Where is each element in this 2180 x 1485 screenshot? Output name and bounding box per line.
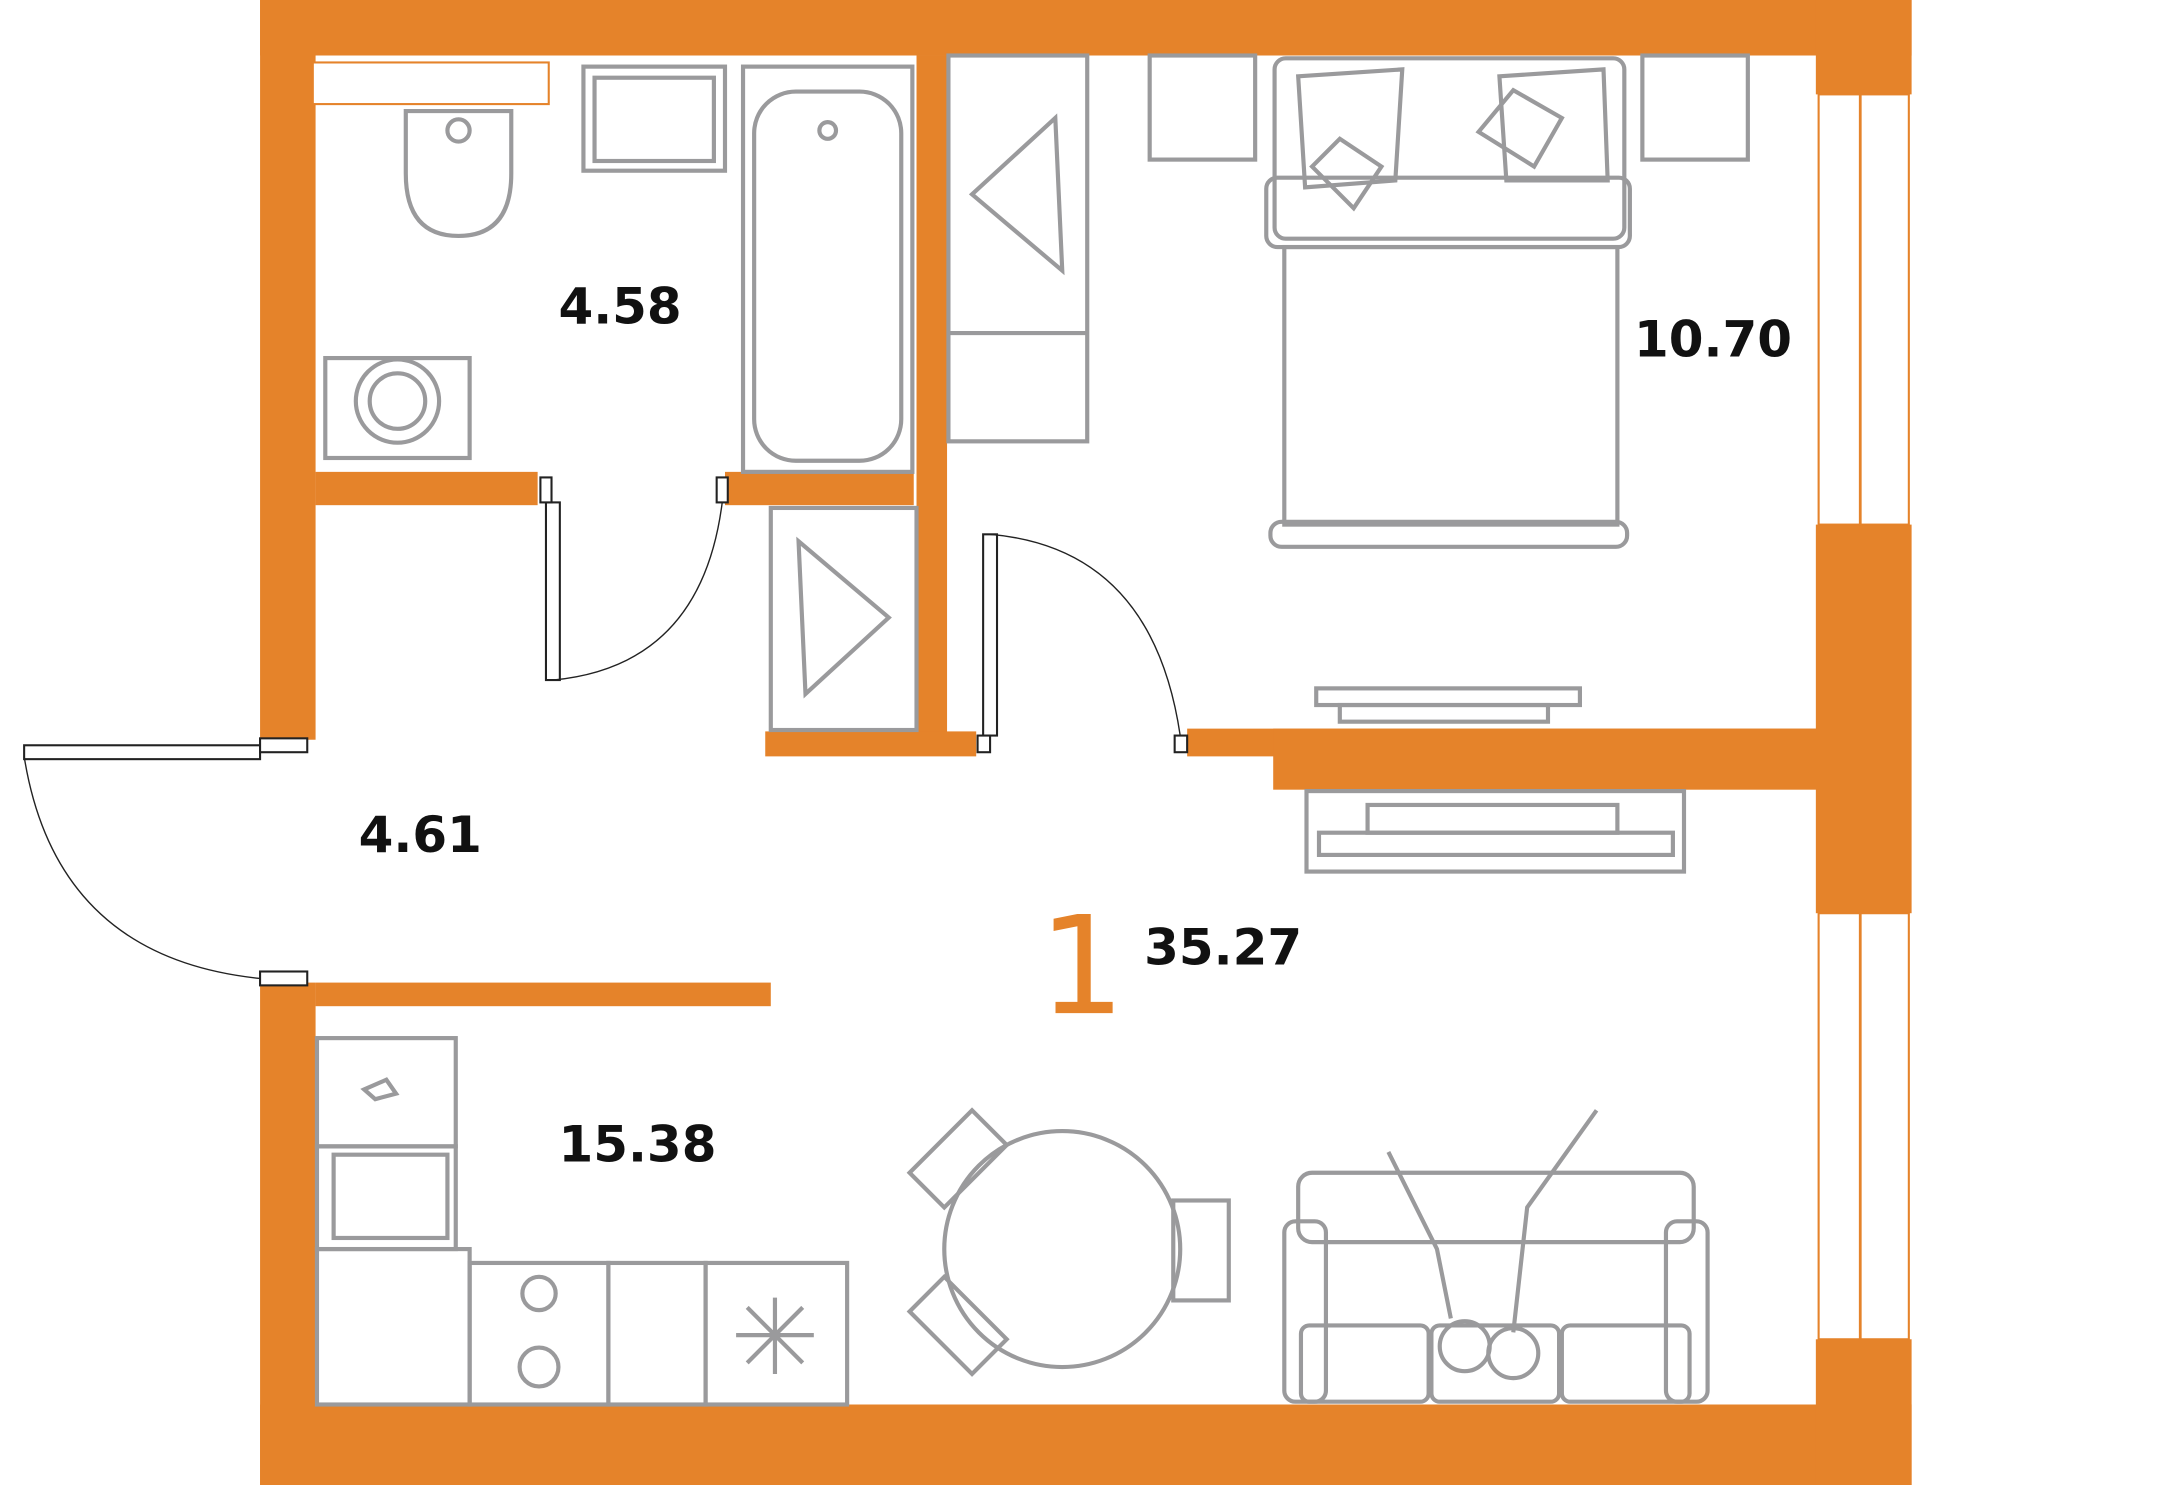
area-bedroom: 10.70 xyxy=(1634,311,1792,369)
bedroom-furniture xyxy=(1147,53,1750,724)
kitchen-furniture xyxy=(314,1036,850,1407)
living-furniture xyxy=(906,788,1710,1404)
windows xyxy=(311,61,1910,1341)
area-bathroom: 4.58 xyxy=(558,277,681,335)
wardrobes xyxy=(768,53,1090,733)
area-hallway: 4.61 xyxy=(359,806,482,864)
doors xyxy=(23,476,1189,987)
total-area: 35.27 xyxy=(1144,919,1302,977)
rooms-count: 1 xyxy=(1039,888,1126,1046)
bathroom-fixtures xyxy=(323,64,915,474)
area-kitchen-living: 15.38 xyxy=(558,1116,716,1174)
walls xyxy=(260,0,1912,1485)
